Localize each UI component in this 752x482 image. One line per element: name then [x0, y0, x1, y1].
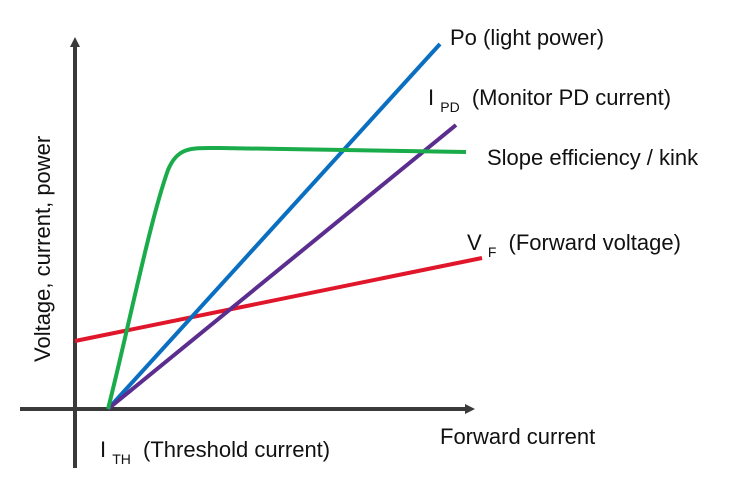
ipd-label-main: I: [428, 85, 434, 110]
threshold-label: I TH (Threshold current): [100, 437, 330, 469]
threshold-label-rest: (Threshold current): [143, 437, 330, 462]
vf-label-sub: F: [488, 244, 497, 260]
threshold-label-main: I: [100, 437, 106, 462]
po-curve: [106, 42, 442, 411]
vf-label-main: V: [467, 230, 482, 255]
vf-label: V F (Forward voltage): [467, 230, 681, 262]
y-axis-label: Voltage, current, power: [30, 136, 55, 362]
ipd-label-rest: (Monitor PD current): [472, 85, 671, 110]
threshold-label-sub: TH: [112, 451, 131, 467]
ipd-label: I PD (Monitor PD current): [428, 85, 671, 117]
vf-curve: [74, 256, 483, 343]
x-axis-label: Forward current: [440, 424, 595, 449]
slope-label: Slope efficiency / kink: [487, 145, 699, 170]
ipd-curve: [106, 123, 458, 411]
vf-label-rest: (Forward voltage): [509, 230, 681, 255]
ipd-label-sub: PD: [440, 99, 459, 115]
slope-efficiency-curve: [106, 145, 467, 410]
po-label: Po (light power): [450, 25, 604, 50]
